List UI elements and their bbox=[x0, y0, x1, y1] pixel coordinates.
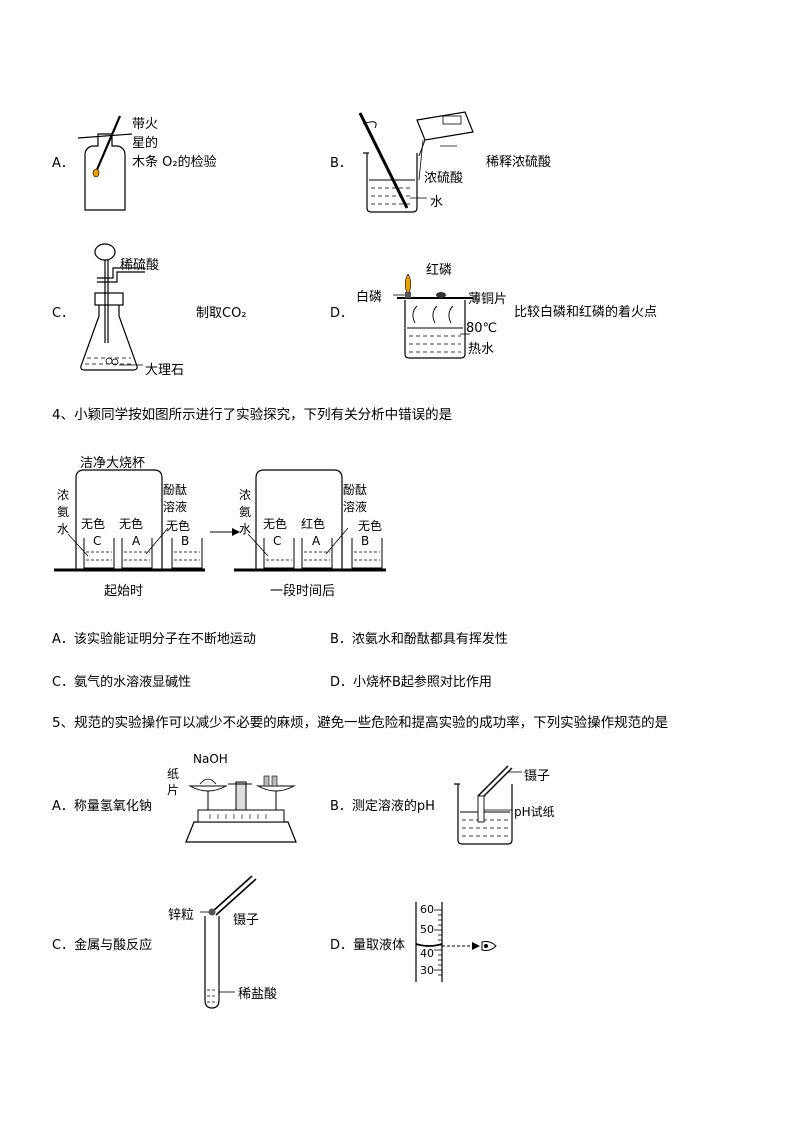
q4-big-beaker-label: 洁净大烧杯 bbox=[80, 456, 146, 471]
q4-option-b: B．浓氨水和酚酞都具有挥发性 bbox=[330, 632, 508, 647]
q4-option-d: D．小烧杯B起参照对比作用 bbox=[330, 675, 492, 690]
gas-bottle-splint-figure bbox=[77, 115, 133, 211]
q4-right-cup-a: A bbox=[312, 534, 321, 548]
q5-c-zinc: 锌粒 bbox=[168, 908, 195, 923]
q5-option-d: D．量取液体 bbox=[330, 938, 406, 953]
q4-r-ammonia-2: 氨 bbox=[239, 505, 252, 519]
q4-option-a: A．该实验能证明分子在不断地运动 bbox=[52, 632, 256, 647]
q5-option-b: B．测定溶液的pH bbox=[330, 799, 435, 814]
q4-stem: 4、小颖同学按如图所示进行了实验探究，下列有关分析中错误的是 bbox=[52, 407, 453, 423]
q5-a-naoh: NaOH bbox=[193, 752, 228, 766]
q4-left-colorless-2: 无色 bbox=[119, 517, 144, 531]
ammonia-diffusion-figure bbox=[54, 469, 386, 572]
q4-left-phenol-2: 溶液 bbox=[163, 500, 188, 514]
q5-a-paper-1: 纸 bbox=[167, 767, 180, 781]
q4-left-colorless-3: 无色 bbox=[166, 519, 191, 533]
q4-right-phenol-1: 酚酞 bbox=[343, 483, 368, 497]
q3-d-label-red: 红磷 bbox=[426, 263, 453, 278]
q4-right-phenol-2: 溶液 bbox=[343, 500, 368, 514]
q3-d-label-white: 白磷 bbox=[356, 290, 383, 305]
q3-b-label-conc: 浓硫酸 bbox=[424, 171, 464, 186]
q4-left-colorless-1: 无色 bbox=[81, 517, 106, 531]
cylinder-tick-60: 60 bbox=[420, 903, 434, 916]
q5-option-c: C．金属与酸反应 bbox=[52, 938, 153, 953]
cylinder-tick-50: 50 bbox=[420, 923, 434, 936]
q4-left-cup-a: A bbox=[132, 534, 141, 548]
cylinder-tick-40: 40 bbox=[420, 947, 434, 960]
q3-c-label-marble: 大理石 bbox=[145, 363, 185, 378]
q3-a-label-2: 星的 bbox=[132, 136, 159, 151]
dilute-sulfuric-acid-figure bbox=[358, 111, 474, 213]
q3-d-caption: 比较白磷和红磷的着火点 bbox=[514, 305, 658, 320]
q3-d-label-copper: 薄铜片 bbox=[468, 292, 508, 307]
q3-b-label-water: 水 bbox=[430, 195, 444, 210]
q5-a-paper-2: 片 bbox=[167, 783, 180, 797]
phosphorus-ignition-figure bbox=[393, 273, 477, 359]
q4-ammonia-2: 氨 bbox=[57, 505, 70, 519]
q3-option-a-letter: A． bbox=[52, 156, 74, 171]
q5-c-acid: 稀盐酸 bbox=[238, 987, 278, 1002]
q3-option-b-letter: B． bbox=[330, 156, 352, 171]
balance-scale-figure bbox=[185, 775, 297, 843]
q4-right-colorless-1: 无色 bbox=[263, 517, 288, 531]
q4-r-ammonia-3: 水 bbox=[239, 522, 252, 536]
q3-a-label-1: 带火 bbox=[132, 117, 159, 132]
q4-later-caption: 一段时间后 bbox=[270, 584, 336, 599]
q3-option-c-letter: C． bbox=[52, 306, 75, 321]
q5-c-tweezers: 镊子 bbox=[233, 913, 260, 928]
q3-a-label-3: 木条 O₂的检验 bbox=[132, 155, 217, 170]
q5-b-ph-paper: pH试纸 bbox=[514, 805, 555, 819]
q5-b-tweezers: 镊子 bbox=[524, 769, 551, 784]
q4-right-cup-c: C bbox=[273, 534, 282, 548]
q4-start-caption: 起始时 bbox=[104, 584, 144, 599]
ph-test-figure bbox=[454, 765, 522, 845]
q4-option-c: C．氨气的水溶液显碱性 bbox=[52, 675, 192, 690]
zinc-acid-figure bbox=[200, 875, 257, 1009]
q3-d-label-water: 热水 bbox=[468, 342, 495, 357]
q4-ammonia-3: 水 bbox=[57, 522, 70, 536]
cylinder-tick-30: 30 bbox=[420, 964, 434, 977]
q3-c-caption: 制取CO₂ bbox=[196, 306, 247, 321]
q4-right-cup-b: B bbox=[361, 534, 370, 548]
q4-right-colorless-2: 无色 bbox=[358, 519, 383, 533]
q5-option-a: A．称量氢氧化钠 bbox=[52, 799, 152, 814]
q4-left-phenol-1: 酚酞 bbox=[163, 483, 188, 497]
q5-stem: 5、规范的实验操作可以减少不必要的麻烦，避免一些危险和提高实验的成功率，下列实验… bbox=[52, 715, 669, 731]
q4-left-cup-b: B bbox=[181, 534, 190, 548]
q3-option-d-letter: D． bbox=[330, 306, 354, 321]
q3-c-label-acid: 稀硫酸 bbox=[120, 258, 160, 273]
q3-d-label-temp: 80℃ bbox=[466, 321, 498, 336]
q4-r-ammonia-1: 浓 bbox=[239, 488, 252, 502]
graduated-cylinder-figure bbox=[415, 902, 497, 982]
q4-right-red: 红色 bbox=[301, 517, 326, 531]
q4-left-cup-c: C bbox=[93, 534, 102, 548]
q3-b-caption: 稀释浓硫酸 bbox=[486, 155, 552, 170]
q4-ammonia-1: 浓 bbox=[57, 488, 70, 502]
co2-preparation-figure bbox=[80, 243, 145, 371]
